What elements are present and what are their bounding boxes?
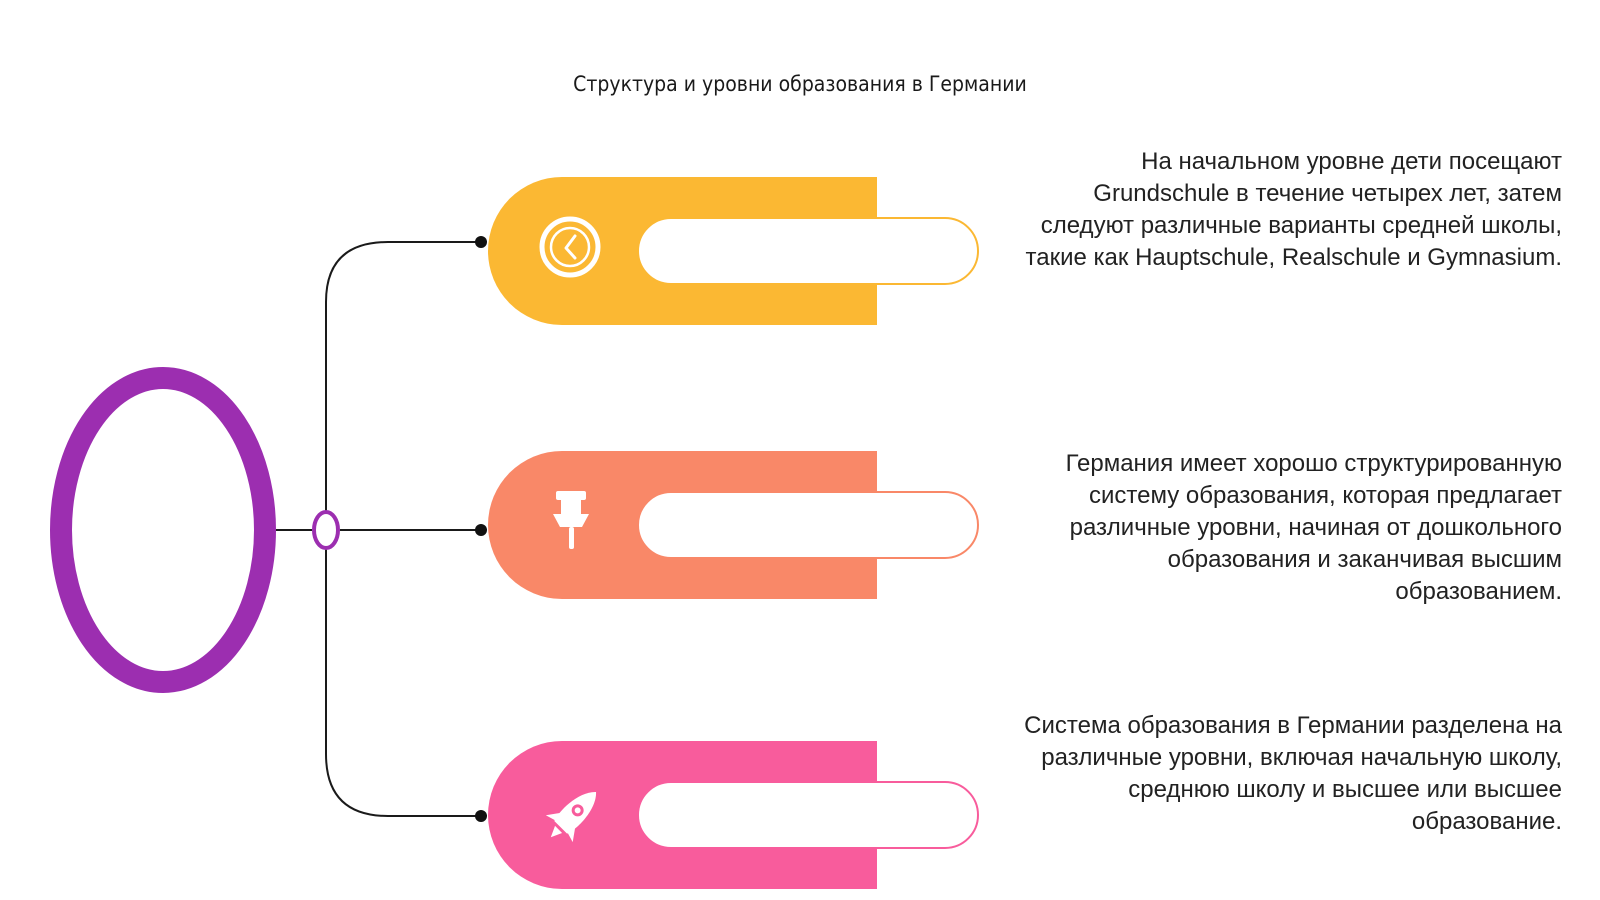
item-tab-1 [488, 177, 979, 325]
item-pill-3 [637, 781, 979, 849]
connector-dot-3 [475, 810, 487, 822]
item-description-3: Система образования в Германии разделена… [1024, 712, 1562, 835]
rocket-icon [545, 791, 597, 843]
pushpin-icon [553, 491, 589, 549]
connector-dot-2 [475, 524, 487, 536]
connector-to-item-3 [325, 544, 480, 817]
item-pill-2 [637, 491, 979, 559]
connector-lines [276, 241, 480, 817]
item-pill-1 [637, 217, 979, 285]
item-tab-3 [488, 741, 979, 889]
item-description-1: На начальном уровне дети посещают Grunds… [1025, 148, 1562, 271]
hub-ring [50, 367, 276, 693]
connector-dot-1 [475, 236, 487, 248]
item-tab-2 [488, 451, 979, 599]
junction-node [312, 510, 340, 550]
connector-to-item-1 [325, 241, 480, 516]
clock-icon [539, 216, 601, 278]
page-title: Структура и уровни образования в Германи… [573, 72, 1027, 96]
item-description-2: Германия имеет хорошо структурированную … [1065, 450, 1562, 605]
